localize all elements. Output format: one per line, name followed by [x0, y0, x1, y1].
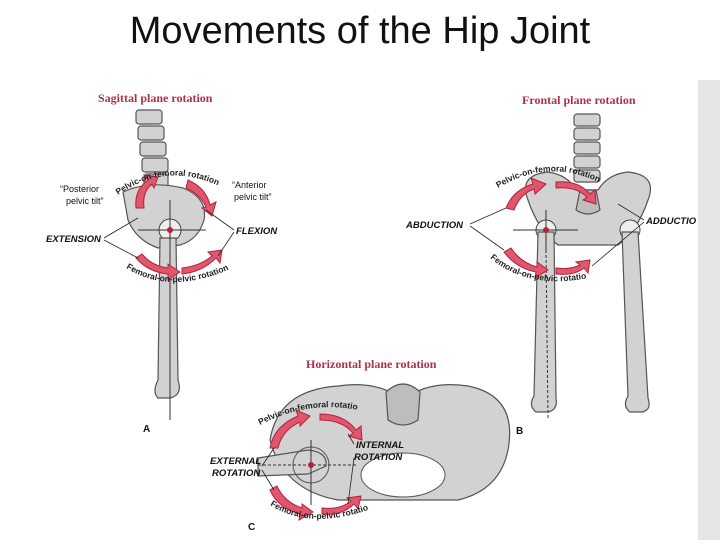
slide-title: Movements of the Hip Joint [129, 10, 591, 52]
abduction-leader-top [469, 207, 507, 225]
horizontal-femoral-arrow-right [321, 495, 362, 515]
horizontal-title: Horizontal plane rotation [306, 357, 437, 371]
flexion-leader-top [205, 209, 235, 231]
frontal-spine [573, 113, 601, 183]
hip-figure: Sagittal plane rotation Pelvic-on-femora… [5, 72, 720, 540]
posterior-tilt-line2: pelvic tilt” [66, 196, 104, 206]
external-leader-top [261, 447, 275, 467]
horizontal-pelvic-on-femoral-label: Pelvic-on-femoral rotation [8, 80, 359, 427]
sagittal-panel: Sagittal plane rotation Pelvic-on-femora… [46, 91, 278, 435]
internal-rotation-line1: INTERNAL [356, 440, 404, 451]
abduction-label: ABDUCTION [405, 220, 464, 231]
flexion-leader-bottom [217, 231, 235, 257]
sagittal-extension-arrow [135, 253, 181, 281]
horizontal-pelvic-outlet [360, 452, 446, 498]
frontal-femur-right [621, 231, 650, 413]
sagittal-title: Sagittal plane rotation [98, 91, 213, 105]
external-leader-bottom [261, 469, 275, 491]
frontal-axis-point [543, 227, 549, 233]
frontal-pelvic-arrow-left [505, 177, 547, 211]
extension-leader-top [103, 217, 139, 239]
frontal-title: Frontal plane rotation [522, 93, 636, 107]
flexion-label: FLEXION [236, 226, 278, 237]
horizontal-pelvis [269, 384, 511, 501]
external-rotation-line1: EXTERNAL [210, 456, 261, 467]
anterior-tilt-line2: pelvic tilt” [234, 192, 272, 202]
horizontal-panel: Horizontal plane rotation Pelvic-on-femo… [5, 72, 511, 533]
internal-leader-bottom [347, 457, 355, 505]
panel-letter-b: B [516, 426, 523, 437]
extension-label: EXTENSION [46, 234, 102, 245]
horizontal-vertebra [385, 383, 421, 426]
frontal-pelvic-arrow-right [555, 181, 597, 205]
page-edge-shade [698, 80, 720, 540]
adduction-leader-bottom [591, 221, 645, 267]
panel-letter-c: C [248, 522, 255, 533]
adduction-leader-top [617, 203, 645, 221]
internal-leader-top [347, 433, 355, 445]
frontal-femur-left [530, 231, 557, 413]
external-rotation-line2: ROTATION [212, 468, 261, 479]
horizontal-pelvic-arrow-left [269, 409, 311, 449]
abduction-leader-bottom [469, 225, 505, 251]
panel-letter-a: A [143, 424, 150, 435]
posterior-tilt-line1: “Posterior [60, 184, 99, 194]
hip-diagram: Sagittal plane rotation Pelvic-on-femora… [5, 72, 720, 540]
sagittal-femur [154, 237, 180, 399]
horizontal-pelvic-arrow-right [319, 413, 363, 441]
sagittal-anterior-arrow [185, 179, 217, 217]
internal-rotation-line2: ROTATION [354, 452, 403, 463]
anterior-tilt-line1: “Anterior [232, 180, 267, 190]
horizontal-femoral-arrow-left [269, 485, 314, 521]
extension-leader-bottom [103, 239, 139, 259]
horizontal-femur [257, 449, 327, 477]
adduction-label: ADDUCTIO [645, 216, 697, 227]
frontal-femoral-arrow-right [555, 259, 591, 275]
frontal-femur-axis [545, 249, 549, 421]
frontal-panel: Frontal plane rotation Pelvic-on-femoral… [5, 72, 697, 437]
frontal-femoral-arrow-left [503, 247, 549, 280]
sagittal-posterior-arrow [135, 174, 159, 209]
sagittal-flexion-arrow [181, 249, 223, 275]
sagittal-axis-point [167, 227, 173, 233]
horizontal-axis-point [308, 462, 314, 468]
